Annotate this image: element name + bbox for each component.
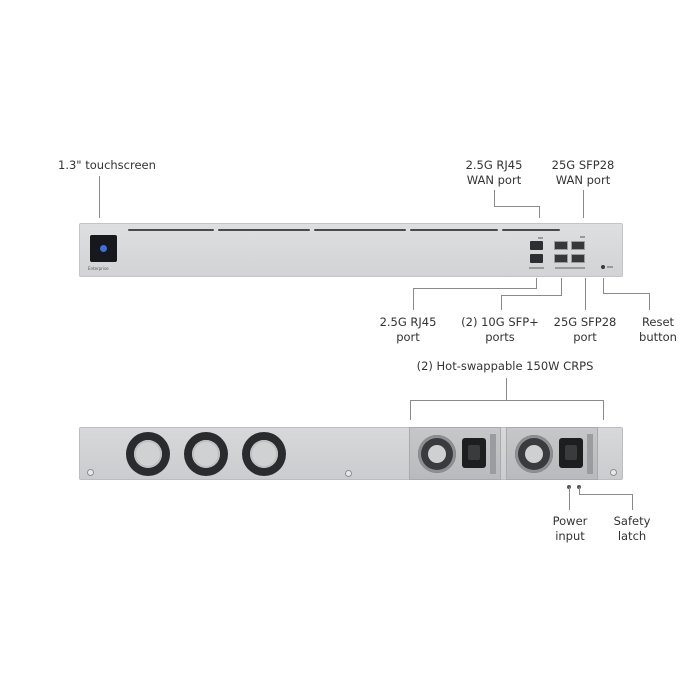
psu-module	[409, 427, 501, 480]
power-input-label: Power input	[540, 514, 600, 544]
rj45-port-leader-v2	[413, 288, 414, 310]
ground-screw-icon	[345, 470, 352, 477]
vent-slot	[502, 229, 560, 231]
sfp28-port-label-line2: port	[573, 330, 597, 344]
model-text: Enterprise	[88, 266, 109, 271]
reset-leader-h	[603, 293, 649, 294]
wan-sfp28-label: 25G SFP28 WAN port	[543, 158, 623, 188]
sfp28-port-label-line1: 25G SFP28	[553, 315, 617, 329]
latch-leader-h	[579, 494, 632, 495]
screw-icon	[87, 469, 94, 476]
rj45-port-leader-v1	[536, 278, 537, 288]
touchscreen[interactable]	[90, 235, 117, 262]
power-leader	[569, 487, 570, 510]
screw-icon	[610, 469, 617, 476]
vent-slot	[218, 229, 310, 231]
safety-latch-label-line1: Safety	[613, 514, 651, 528]
psu-fan-icon	[418, 435, 456, 473]
rj45-port-label-line2: port	[396, 330, 420, 344]
psu-label: (2) Hot-swappable 150W CRPS	[416, 359, 594, 373]
wan-rj45-label-line2: WAN port	[466, 173, 522, 187]
wan-rj45-leader-v2	[539, 206, 540, 218]
psu-bracket-h	[410, 400, 604, 401]
latch-leader-v2	[632, 494, 633, 510]
sfp28-port	[571, 254, 585, 263]
wan-rj45-label-line1: 2.5G RJ45	[465, 158, 523, 172]
rj45-port-label: 2.5G RJ45 port	[368, 315, 448, 345]
latch-leader-v1	[579, 487, 580, 494]
sfp-plus-leader-v2	[501, 295, 502, 310]
psu-bracket-left	[410, 400, 411, 420]
rj45-port-leader-h	[413, 288, 537, 289]
port-label-mark	[538, 237, 543, 239]
power-input-label-line1: Power	[552, 514, 588, 528]
psu-module	[506, 427, 598, 480]
sfp28-port-label: 25G SFP28 port	[545, 315, 625, 345]
fan-icon	[242, 432, 286, 476]
sfp28-wan-port	[571, 241, 585, 250]
wan-rj45-leader-h	[494, 206, 539, 207]
port-label-mark	[607, 266, 613, 268]
sfp-plus-port	[554, 254, 568, 263]
sfp-plus-label-line1: (2) 10G SFP+	[461, 315, 539, 329]
touchscreen-leader	[99, 176, 100, 218]
wan-rj45-leader-v1	[494, 190, 495, 206]
logo-icon	[100, 245, 107, 252]
rj45-wan-port	[530, 241, 543, 250]
safety-latch-label: Safety latch	[602, 514, 662, 544]
sfp-plus-label-line2: ports	[485, 330, 515, 344]
port-label-mark	[555, 267, 585, 269]
vent-slot	[128, 229, 214, 231]
rj45-port-label-line1: 2.5G RJ45	[379, 315, 437, 329]
rj45-port	[530, 254, 543, 263]
wan-sfp28-label-line2: WAN port	[555, 173, 611, 187]
safety-latch-label-line2: latch	[617, 529, 647, 543]
sfp-plus-port	[554, 241, 568, 250]
rear-panel	[79, 427, 623, 480]
fan-icon	[184, 432, 228, 476]
psu-bracket-stem	[506, 378, 507, 400]
sfp-plus-leader-h	[501, 295, 562, 296]
front-panel: Enterprise	[79, 223, 623, 277]
port-label-mark	[580, 236, 585, 238]
vent-slot	[410, 229, 498, 231]
psu-fan-icon	[515, 435, 553, 473]
sfp-plus-leader-v1	[561, 278, 562, 295]
reset-label-line2: button	[639, 330, 677, 344]
sfp-plus-label: (2) 10G SFP+ ports	[455, 315, 545, 345]
power-inlet	[462, 438, 486, 468]
reset-label-line1: Reset	[641, 315, 675, 329]
wan-sfp28-label-line1: 25G SFP28	[551, 158, 615, 172]
port-label-mark	[529, 267, 544, 269]
wan-rj45-label: 2.5G RJ45 WAN port	[454, 158, 534, 188]
power-input-label-line2: input	[555, 529, 585, 543]
safety-latch[interactable]	[490, 434, 496, 474]
sfp28-port-leader	[585, 278, 586, 310]
power-inlet	[559, 438, 583, 468]
fan-icon	[126, 432, 170, 476]
reset-leader-v1	[603, 278, 604, 293]
safety-latch[interactable]	[587, 434, 593, 474]
psu-bracket-right	[603, 400, 604, 420]
reset-leader-v2	[649, 293, 650, 310]
wan-sfp28-leader	[583, 190, 584, 218]
reset-button[interactable]	[601, 265, 605, 269]
vent-slot	[314, 229, 406, 231]
touchscreen-label: 1.3" touchscreen	[58, 158, 156, 172]
reset-label: Reset button	[630, 315, 686, 345]
